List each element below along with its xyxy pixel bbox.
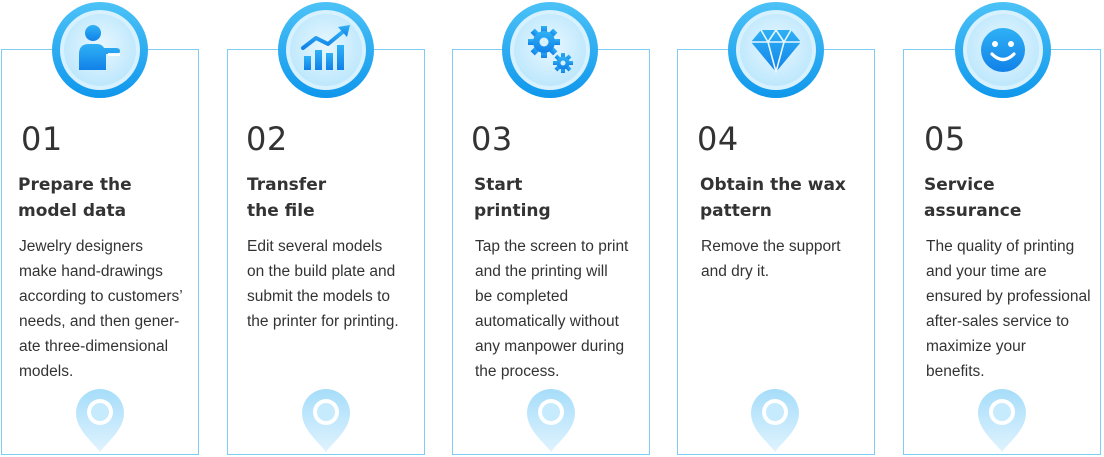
step-card-2	[227, 49, 425, 455]
step-card-3	[452, 49, 650, 455]
location-pin-icon	[299, 386, 353, 454]
step-number: 05	[924, 120, 966, 158]
gears-icon	[500, 0, 600, 100]
step-description: Jewelry designers make hand-drawings acc…	[19, 238, 183, 380]
location-pin-icon	[73, 386, 127, 454]
step-card-4	[677, 49, 875, 455]
step-description: The quality of printing and your time ar…	[926, 238, 1091, 380]
step-number: 01	[21, 120, 63, 158]
location-pin-icon	[975, 386, 1029, 454]
step-description: Remove the support and dry it.	[701, 238, 841, 280]
location-pin-icon	[524, 386, 578, 454]
step-card-1	[1, 49, 199, 455]
step-title: Start printing	[474, 175, 551, 221]
diamond-icon	[726, 0, 826, 100]
step-title: Service assurance	[924, 175, 1022, 221]
smiley-face-icon	[953, 0, 1053, 100]
step-title: Prepare the model data	[18, 175, 132, 221]
step-number: 03	[471, 120, 513, 158]
step-title: Transfer the file	[247, 175, 327, 221]
step-description: Tap the screen to print and the printing…	[475, 238, 629, 380]
step-number: 04	[697, 120, 739, 158]
step-description: Edit several models on the build plate a…	[247, 238, 399, 330]
location-pin-icon	[748, 386, 802, 454]
person-presenting-icon	[50, 0, 150, 100]
step-title: Obtain the wax pattern	[700, 175, 846, 221]
step-card-5	[903, 49, 1101, 455]
step-number: 02	[246, 120, 288, 158]
growth-chart-icon	[276, 0, 376, 100]
